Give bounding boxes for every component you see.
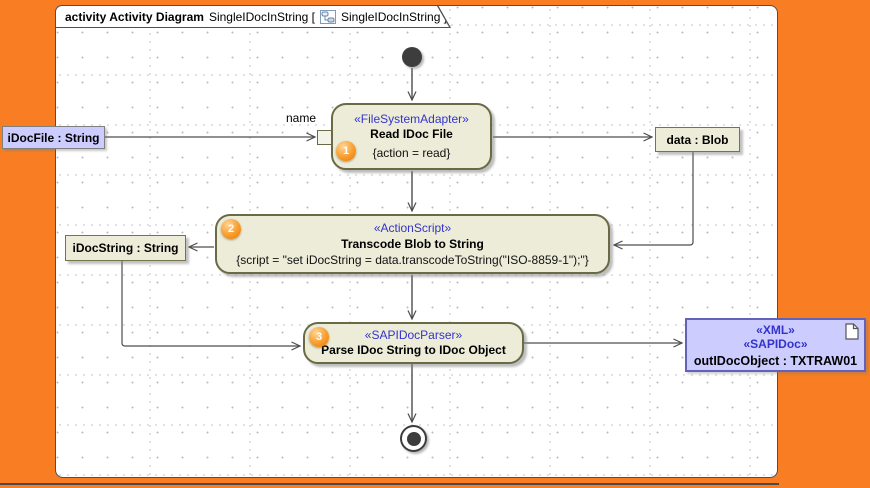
stereotype-label: «FileSystemAdapter» [354, 112, 469, 126]
input-pin[interactable] [317, 130, 332, 145]
step-badge-2: 2 [221, 219, 241, 239]
activity-diagram-icon [320, 10, 336, 24]
action-node-parse-idoc[interactable]: «SAPIDocParser» Parse IDoc String to IDo… [303, 322, 524, 364]
pin-name-label: name [285, 111, 316, 125]
object-label: data : Blob [666, 132, 729, 147]
object-label: outIDocObject : TXTRAW01 [693, 353, 858, 368]
action-name: Read IDoc File [370, 127, 453, 141]
stereotype-label: «SAPIDoc» [743, 336, 808, 351]
frame-tab[interactable]: activity Activity Diagram SingleIDocInSt… [55, 5, 451, 28]
action-name: Parse IDoc String to IDoc Object [321, 343, 506, 357]
object-node-idocstring[interactable]: iDocString : String [65, 235, 186, 261]
window-bottom-edge [0, 483, 779, 485]
frame-name: SingleIDocInString [ [208, 9, 316, 24]
stereotype-label: «ActionScript» [373, 221, 452, 235]
action-node-read-idoc-file[interactable]: «FileSystemAdapter» Read IDoc File {acti… [331, 103, 492, 170]
initial-node[interactable] [402, 47, 422, 67]
stereotype-label: «SAPIDocParser» [364, 328, 463, 342]
frame-keyword: activity Activity Diagram [65, 9, 204, 24]
object-label: iDocFile : String [7, 130, 100, 145]
object-node-idocfile[interactable]: iDocFile : String [2, 126, 105, 149]
action-name: Transcode Blob to String [341, 237, 484, 251]
step-badge-3: 3 [309, 327, 329, 347]
frame-tab-content: activity Activity Diagram SingleIDocInSt… [56, 6, 449, 27]
action-property: {script = "set iDocString = data.transco… [236, 253, 589, 267]
object-node-datablob[interactable]: data : Blob [655, 127, 740, 152]
frame-ref: SingleIDocInString ] [341, 9, 448, 24]
object-label: iDocString : String [72, 241, 179, 255]
final-node[interactable] [400, 425, 427, 452]
action-property: {action = read} [372, 146, 451, 160]
stereotype-label: «XML» [756, 322, 795, 337]
step-badge-1: 1 [336, 141, 356, 161]
final-node-dot [406, 431, 421, 446]
document-icon [845, 323, 859, 343]
object-node-outidocobject[interactable]: «XML» «SAPIDoc» outIDocObject : TXTRAW01 [685, 318, 866, 372]
action-node-transcode-blob[interactable]: «ActionScript» Transcode Blob to String … [215, 214, 610, 274]
